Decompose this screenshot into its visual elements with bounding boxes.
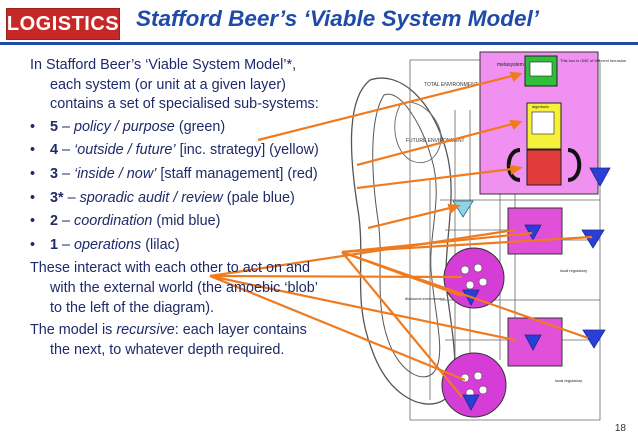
environment-blob [350,77,456,405]
system-3-box [526,149,562,186]
title-rule [0,42,638,45]
bullet-system-2: 2 – coordination (mid blue) [30,212,370,232]
bullet-system-1: 1 – operations (lilac) [30,236,370,256]
future-environment-label: FUTURE ENVIRONMENT [406,138,465,144]
system-4-inner [531,111,555,135]
intro-paragraph: In Stafford Beer’s ‘Viable System Model’… [30,57,319,113]
slide-body: In Stafford Beer’s ‘Viable System Model’… [30,56,370,363]
environment-blob-inner [372,93,441,378]
divisional-environment-label: divisional environment [405,296,445,301]
bullet-system-3: 3 – ‘inside / now’ [staff management] (r… [30,165,370,185]
coordination-triangle-1 [589,167,611,187]
box-note: This box is ONE of the next recursion [560,58,626,63]
local-regulatory-label-2: local regulatory [555,378,582,383]
slide-title: Stafford Beer’s ‘Viable System Model’ [136,6,540,31]
slide-header: LOGISTICS Stafford Beer’s ‘Viable System… [0,0,638,46]
local-regulatory-label-1: local regulatory [560,268,587,273]
bullet-system-4: 4 – ‘outside / future’ [inc. strategy] (… [30,141,370,161]
logistics-logo: LOGISTICS [6,8,120,40]
coordination-triangle-7 [462,394,480,411]
coordination-triangle-2 [581,229,605,249]
coordination-triangle-3 [582,329,606,349]
system-5-inner [529,61,553,77]
future-blob [394,101,442,164]
bullet-system-3-star: 3* – sporadic audit / review (pale blue) [30,189,370,209]
feedback-arc-left [506,148,521,182]
metasystem-label: metasystem [497,62,524,68]
recursion-paragraph: The model is recursive: each layer conta… [30,322,307,358]
operation-circle-2 [441,352,507,418]
feedback-arc-right [567,148,582,182]
coordination-triangle-5 [524,334,542,351]
page-number: 18 [614,423,626,434]
algedonic-label: algedonic [532,104,549,109]
bullet-system-5: 5 – policy / purpose (green) [30,118,370,138]
total-environment-label: TOTAL ENVIRONMENT [424,82,478,88]
interaction-paragraph: These interact with each other to act on… [30,260,318,316]
